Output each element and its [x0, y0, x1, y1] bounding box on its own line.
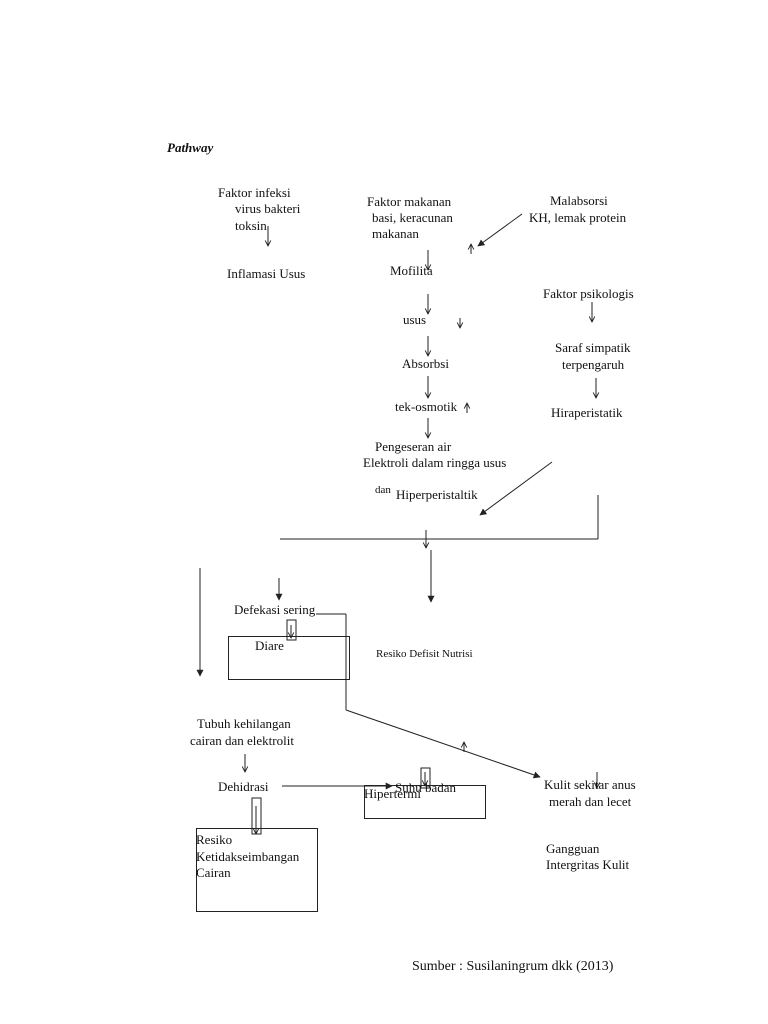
- node-tubuh-kehilangan: Tubuh kehilangan: [197, 716, 291, 731]
- node-hipertermi: Hipertermi: [364, 786, 422, 801]
- node-kh-lemak: KH, lemak protein: [529, 210, 627, 225]
- box-diare: [228, 636, 350, 680]
- node-kulit-sekitar: Kulit sekitar anus: [544, 777, 636, 792]
- node-virus-bakteri: virus bakteri: [235, 201, 301, 216]
- node-suhu-badan: Suhu badan: [395, 780, 457, 795]
- node-elektroli: Elektroli dalam ringga usus: [363, 455, 507, 470]
- node-hiraperistatik: Hiraperistatik: [551, 405, 623, 420]
- arrow-hiraperistatik: [479, 461, 553, 516]
- node-usus: usus: [403, 312, 427, 327]
- node-faktor-infeksi: Faktor infeksi: [218, 185, 291, 200]
- page-title: Pathway: [167, 140, 214, 155]
- node-inflamasi: Inflamasi Usus: [227, 266, 306, 281]
- node-faktor-psikologis: Faktor psikologis: [543, 286, 634, 301]
- node-resiko-nutrisi: Resiko Defisit Nutrisi: [376, 648, 473, 660]
- node-absorbsi: Absorbsi: [402, 356, 449, 371]
- node-ketidakseimbangan: Ketidakseimbangan: [196, 849, 300, 864]
- node-toksin: toksin: [235, 218, 267, 233]
- box-hipertermi: [364, 785, 486, 819]
- arrow-to-kulit: [345, 709, 541, 779]
- node-diare: Diare: [255, 638, 284, 653]
- node-malabsorsi: Malabsorsi: [550, 193, 608, 208]
- node-merah-lecet: merah dan lecet: [549, 794, 632, 809]
- box-resiko-ketidakseimbangan: [196, 828, 318, 912]
- node-tek-osmotik: tek-osmotik: [395, 399, 458, 414]
- source-citation: Sumber : Susilaningrum dkk (2013): [412, 959, 614, 974]
- node-defekasi: Defekasi sering: [234, 602, 316, 617]
- node-resiko: Resiko: [196, 832, 233, 847]
- node-makanan: makanan: [372, 226, 419, 241]
- node-mofilita: Mofilita: [390, 263, 433, 278]
- node-dan: dan: [375, 484, 391, 496]
- connector-diare: [286, 619, 297, 641]
- node-cairan: Cairan: [196, 865, 231, 880]
- arrow-malabsorsi: [477, 213, 523, 247]
- node-dehidrasi: Dehidrasi: [218, 779, 269, 794]
- node-saraf-simpatik: Saraf simpatik: [555, 340, 631, 355]
- node-hiperperistaltik: Hiperperistaltik: [396, 487, 478, 502]
- node-intergritas-kulit: Intergritas Kulit: [546, 857, 630, 872]
- node-cairan-elektrolit: cairan dan elektrolit: [190, 733, 294, 748]
- node-gangguan: Gangguan: [546, 841, 600, 856]
- node-terpengaruh: terpengaruh: [562, 357, 625, 372]
- node-basi-keracunan: basi, keracunan: [372, 210, 453, 225]
- node-faktor-makanan: Faktor makanan: [367, 194, 452, 209]
- node-pengeseran: Pengeseran air: [375, 439, 452, 454]
